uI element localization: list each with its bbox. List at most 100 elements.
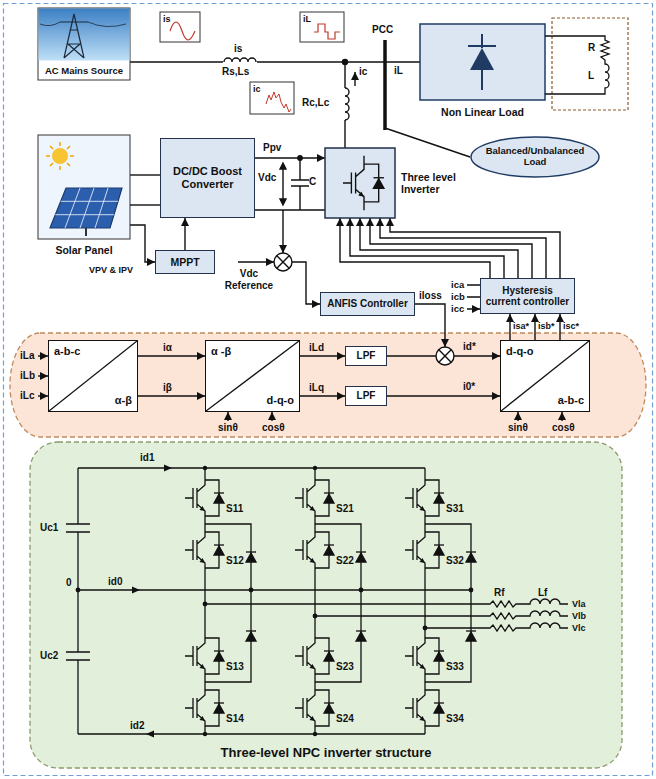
node-text: DC/DC Boost Converter: [165, 165, 250, 190]
node-text: ANFIS Controller: [325, 298, 410, 310]
connector: [138, 395, 205, 396]
connector: [255, 157, 325, 158]
connector: [130, 225, 155, 262]
connector: [387, 395, 500, 396]
signal-label: isb*: [538, 320, 555, 332]
text-group: Non Linear Load: [441, 106, 524, 118]
signal-label: C: [309, 176, 316, 188]
text-group: LPF: [350, 350, 382, 362]
signal-label: S21: [336, 503, 354, 515]
connector-label: iα: [162, 342, 173, 354]
signal-label: iL: [303, 13, 311, 25]
control-wiring: [38, 314, 562, 421]
signal-label: ica: [451, 279, 464, 291]
connector: [138, 355, 205, 356]
signal-label: S32: [446, 555, 464, 567]
control-band: [10, 333, 646, 437]
signal-label: PCC: [372, 24, 393, 36]
text-group: MPPT: [160, 256, 210, 268]
hysteresis-box: Hysteresis current controller: [480, 278, 575, 314]
npc-schematic: [66, 465, 568, 738]
node-text: α -β: [211, 345, 231, 358]
outer-frame: [4, 4, 653, 776]
signal-label: icb: [451, 291, 465, 303]
waveform-thumbnails: [160, 12, 344, 114]
filter-box: LPF: [345, 386, 387, 406]
signal-label: is: [234, 43, 242, 55]
connector: [340, 218, 490, 278]
signal-label: Rf: [494, 587, 505, 599]
node-text: Hysteresis current controller: [485, 285, 570, 308]
signal-label: iloss: [419, 290, 442, 302]
signal-label: isa*: [513, 320, 529, 332]
signal-label: id0: [108, 576, 122, 588]
connector-label: iLq: [308, 382, 325, 394]
signal-label: id2: [130, 720, 144, 732]
node-text: d-q-o: [267, 394, 294, 407]
node-text: LPF: [350, 350, 382, 362]
text-group: Balanced/Unbalanced Load: [482, 146, 588, 168]
connector: [184, 218, 185, 250]
signal-label: S33: [446, 661, 464, 673]
signal-label: iL: [394, 65, 403, 77]
text-group: Solar Panel: [55, 244, 112, 256]
signal-label: Uc2: [40, 650, 58, 662]
inverter-region: Three-level NPC inverter structure: [30, 442, 622, 768]
connector-label: VPV & IPV: [88, 264, 134, 276]
filter-box: LPF: [345, 346, 387, 366]
node-text: a-b-c: [558, 394, 584, 407]
connector-label: Ppv: [262, 142, 282, 154]
signal-label: iLc: [20, 390, 34, 402]
signal-label: S14: [226, 713, 244, 725]
text-group: AC Mains Source: [45, 66, 123, 77]
connector: [130, 61, 420, 62]
node-text: α-β: [115, 394, 132, 407]
signal-label: S12: [226, 555, 244, 567]
signal-label: Rc,Lc: [302, 97, 329, 109]
signal-label: is: [163, 13, 171, 25]
signal-label: sinθ: [508, 422, 528, 434]
text-group: Three-level NPC inverter structure: [221, 746, 432, 761]
signal-label: Vdc Reference: [222, 268, 276, 292]
signal-label: isc*: [563, 320, 579, 332]
signal-label: S31: [446, 503, 464, 515]
source-picture-box: AC Mains Source: [38, 8, 130, 80]
node-text: MPPT: [160, 256, 210, 268]
connector: [300, 355, 345, 356]
signal-label: S34: [446, 713, 464, 725]
node-text: Three-level NPC inverter structure: [221, 746, 432, 761]
connector-label: id*: [462, 341, 477, 353]
signal-label: Vla: [572, 598, 586, 610]
connector-label: iβ: [162, 382, 173, 394]
text-group: DC/DC Boost Converter: [165, 165, 250, 190]
converter-box: DC/DC Boost Converter: [160, 138, 255, 218]
connector: [534, 314, 535, 340]
npc-region: [30, 442, 622, 768]
signal-label: cosθ: [552, 422, 575, 434]
connector: [130, 174, 160, 175]
signal-label: Vdc: [258, 172, 276, 184]
signal-label: S24: [336, 713, 354, 725]
node-text: LPF: [350, 390, 382, 402]
mppt-box: MPPT: [155, 250, 215, 274]
node-text: a-b-c: [54, 345, 80, 358]
signal-label: S11: [226, 503, 243, 515]
signal-label: L: [588, 70, 594, 82]
solar-panel-box: Solar Panel: [38, 135, 130, 257]
load-ellipse: Balanced/Unbalanced Load: [470, 136, 600, 178]
signal-label: ic: [253, 83, 261, 95]
signal-label: R: [588, 42, 595, 54]
solar-panel-picture: [38, 135, 130, 239]
signal-label: 0: [66, 577, 72, 589]
signal-label: Vlb: [572, 610, 586, 622]
node-text: Solar Panel: [55, 244, 112, 256]
node-text: d-q-o: [506, 345, 533, 358]
text-group: ANFIS Controller: [325, 298, 410, 310]
text-group: Hysteresis current controller: [485, 285, 570, 308]
inverter-box: Three level Inverter: [325, 148, 470, 218]
signal-label: S22: [336, 555, 354, 567]
signal-label: Rs,Ls: [222, 66, 249, 78]
signal-label: Lf: [538, 587, 547, 599]
text-group: LPF: [350, 390, 382, 402]
